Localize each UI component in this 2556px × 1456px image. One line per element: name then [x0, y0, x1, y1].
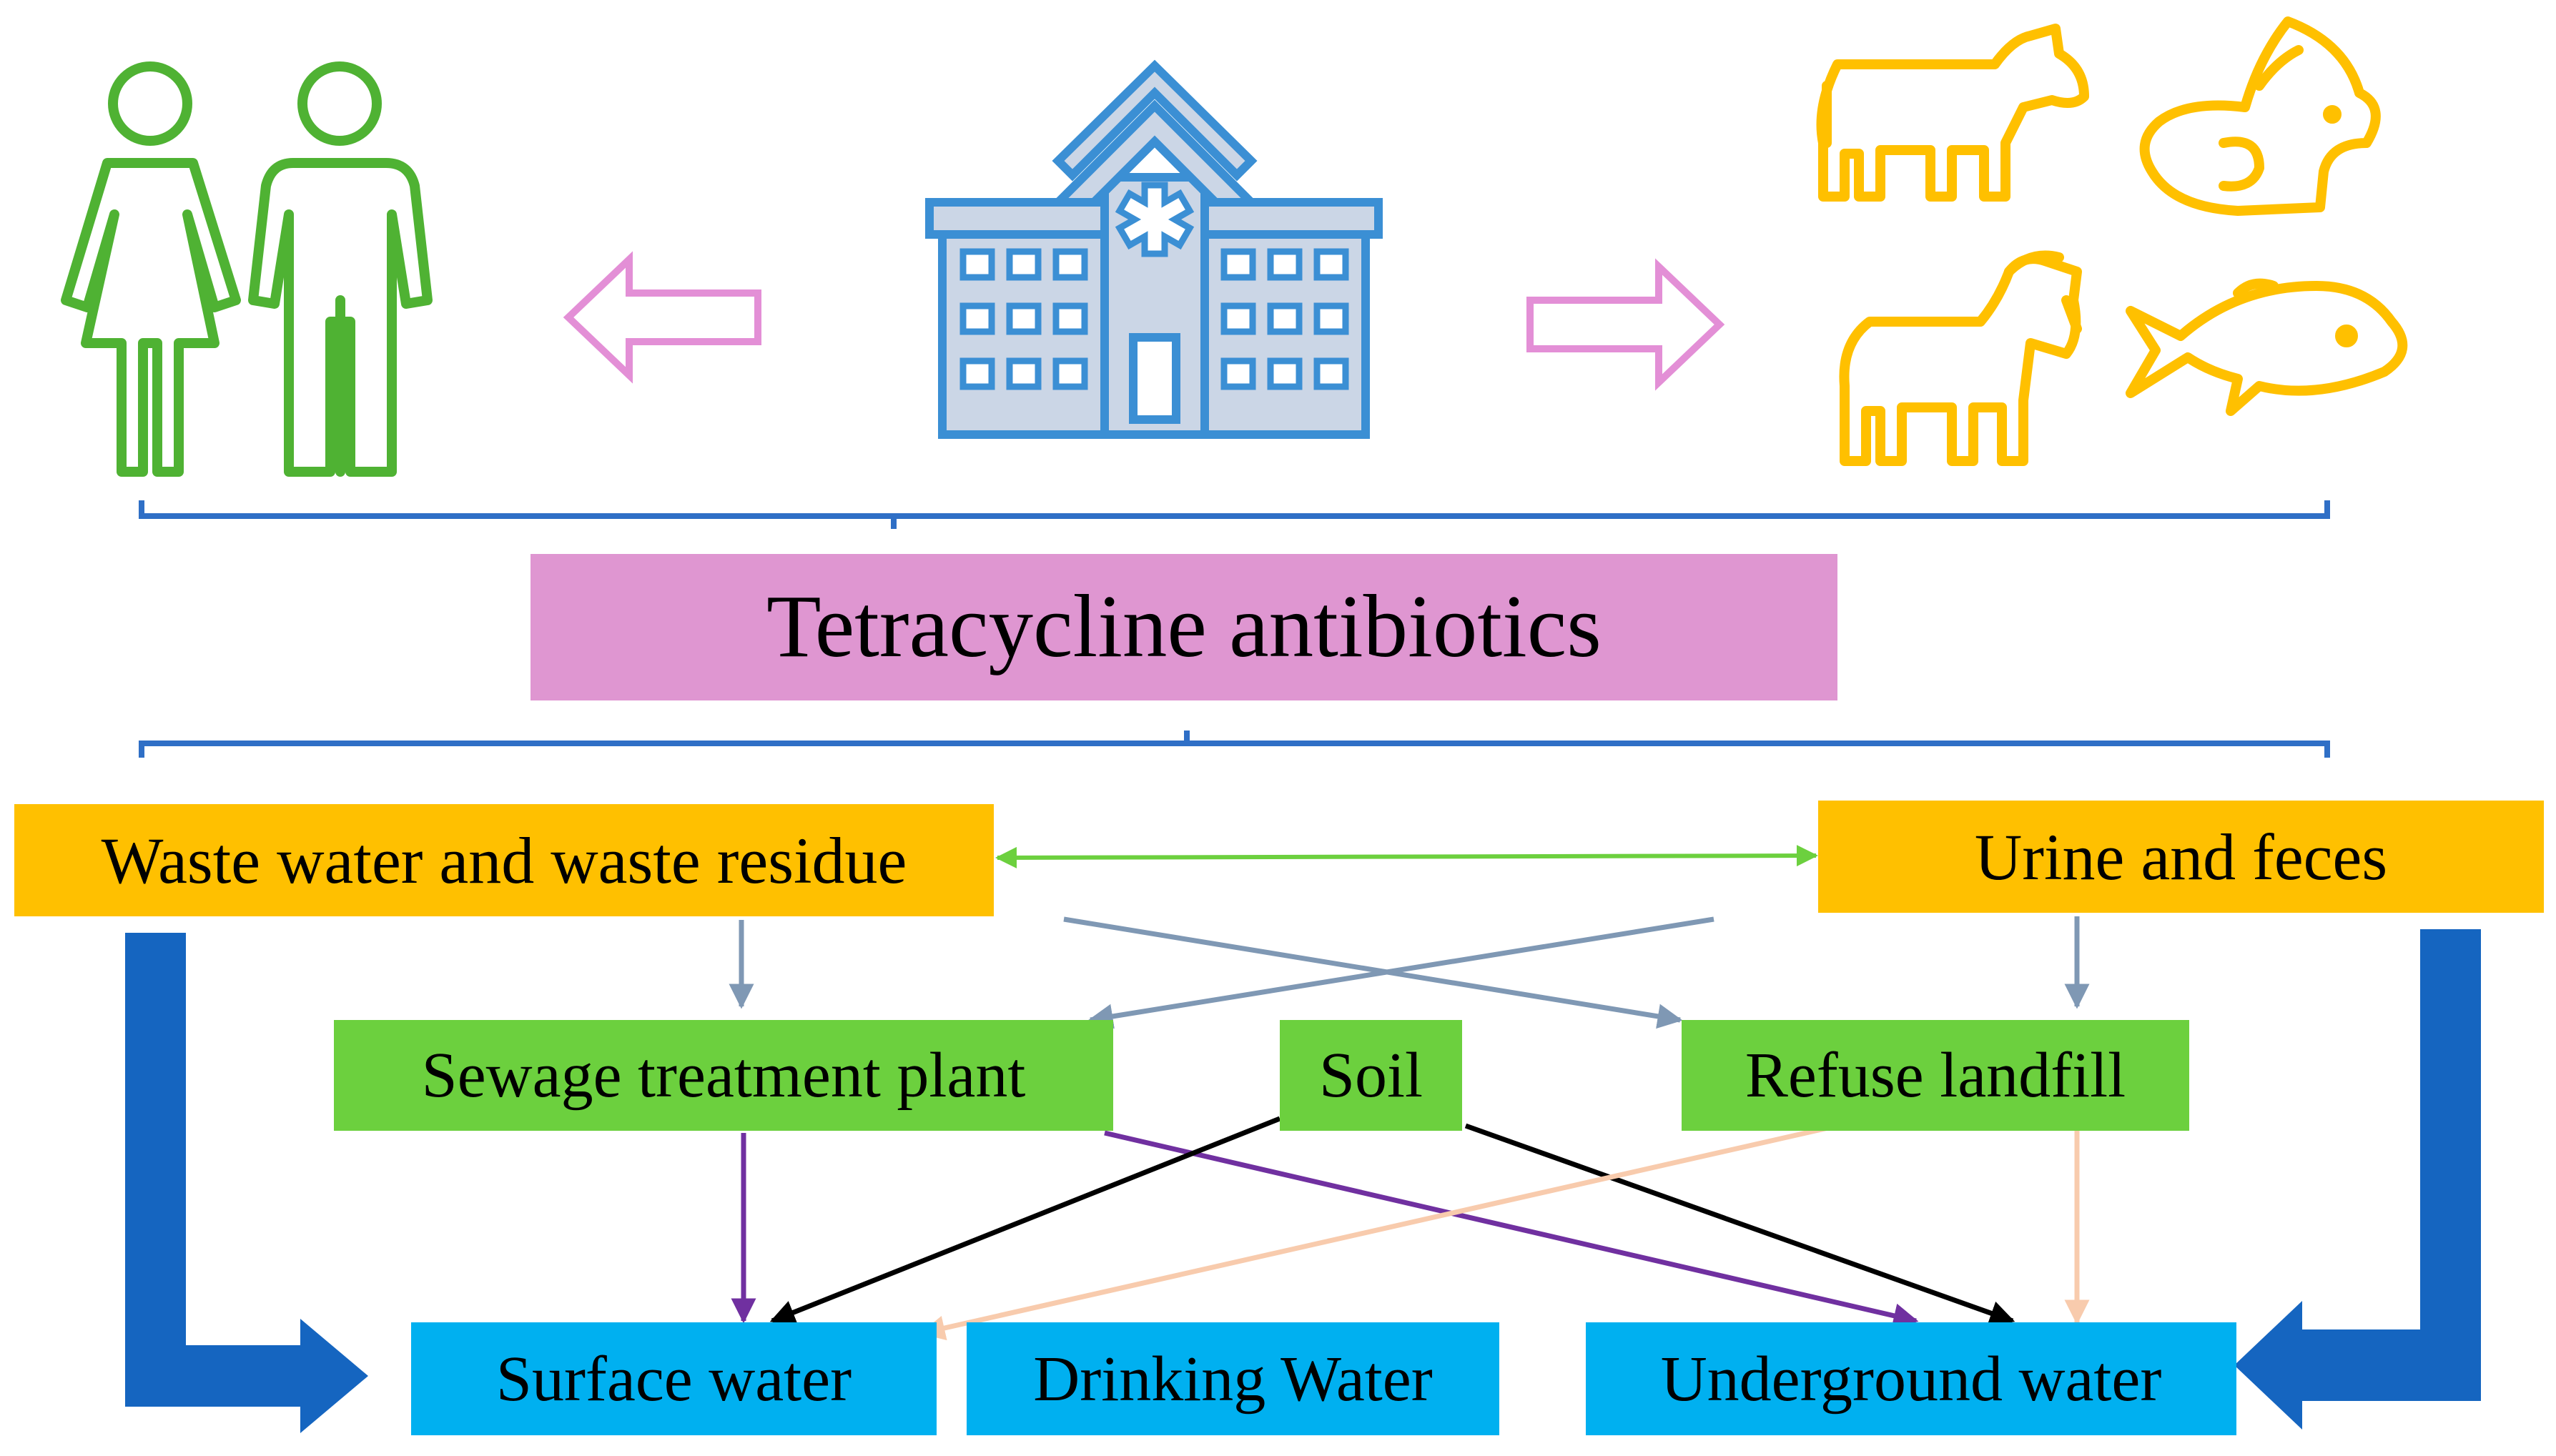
sink-box-drinking: Drinking Water: [967, 1322, 1499, 1435]
sink-label: Drinking Water: [1033, 1343, 1433, 1415]
source-label: Waste water and waste residue: [101, 823, 907, 897]
people-icon: [61, 61, 433, 477]
black-arrows: [769, 1116, 2015, 1325]
purple-arrows: [731, 1130, 1919, 1328]
big-arrow-right: [2234, 929, 2481, 1430]
peach-arrows: [919, 1123, 2090, 1341]
fish-icon: [2126, 278, 2408, 416]
arrow-right-icon: [1526, 258, 1725, 391]
sink-label: Underground water: [1660, 1343, 2162, 1415]
sink-label: Surface water: [495, 1343, 852, 1415]
node-box-landfill: Refuse landfill: [1682, 1020, 2189, 1131]
title-box: Tetracycline antibiotics: [531, 554, 1837, 700]
top-bracket: [139, 500, 2330, 529]
source-label: Urine and feces: [1974, 820, 2388, 893]
rabbit-icon: [2139, 16, 2381, 216]
gray-arrows: [729, 916, 2090, 1029]
node-label: Refuse landfill: [1745, 1040, 2126, 1111]
node-box-sewage: Sewage treatment plant: [334, 1020, 1113, 1131]
arrow-left-icon: [563, 251, 761, 384]
sink-box-underground: Underground water: [1586, 1322, 2236, 1435]
title-text: Tetracycline antibiotics: [766, 578, 1602, 676]
big-arrow-left: [125, 933, 368, 1433]
link-sources: [995, 845, 1818, 868]
node-box-soil: Soil: [1280, 1020, 1462, 1131]
source-box-waste: Waste water and waste residue: [14, 804, 994, 916]
sink-box-surface: Surface water: [411, 1322, 937, 1435]
source-box-urine: Urine and feces: [1818, 801, 2544, 913]
goat-icon: [1839, 250, 2082, 466]
cow-icon: [1816, 24, 2089, 202]
hospital-icon: [925, 59, 1383, 439]
bottom-bracket: [139, 731, 2330, 758]
node-label: Sewage treatment plant: [421, 1040, 1026, 1111]
brackets: [139, 500, 2330, 758]
node-label: Soil: [1318, 1040, 1423, 1111]
